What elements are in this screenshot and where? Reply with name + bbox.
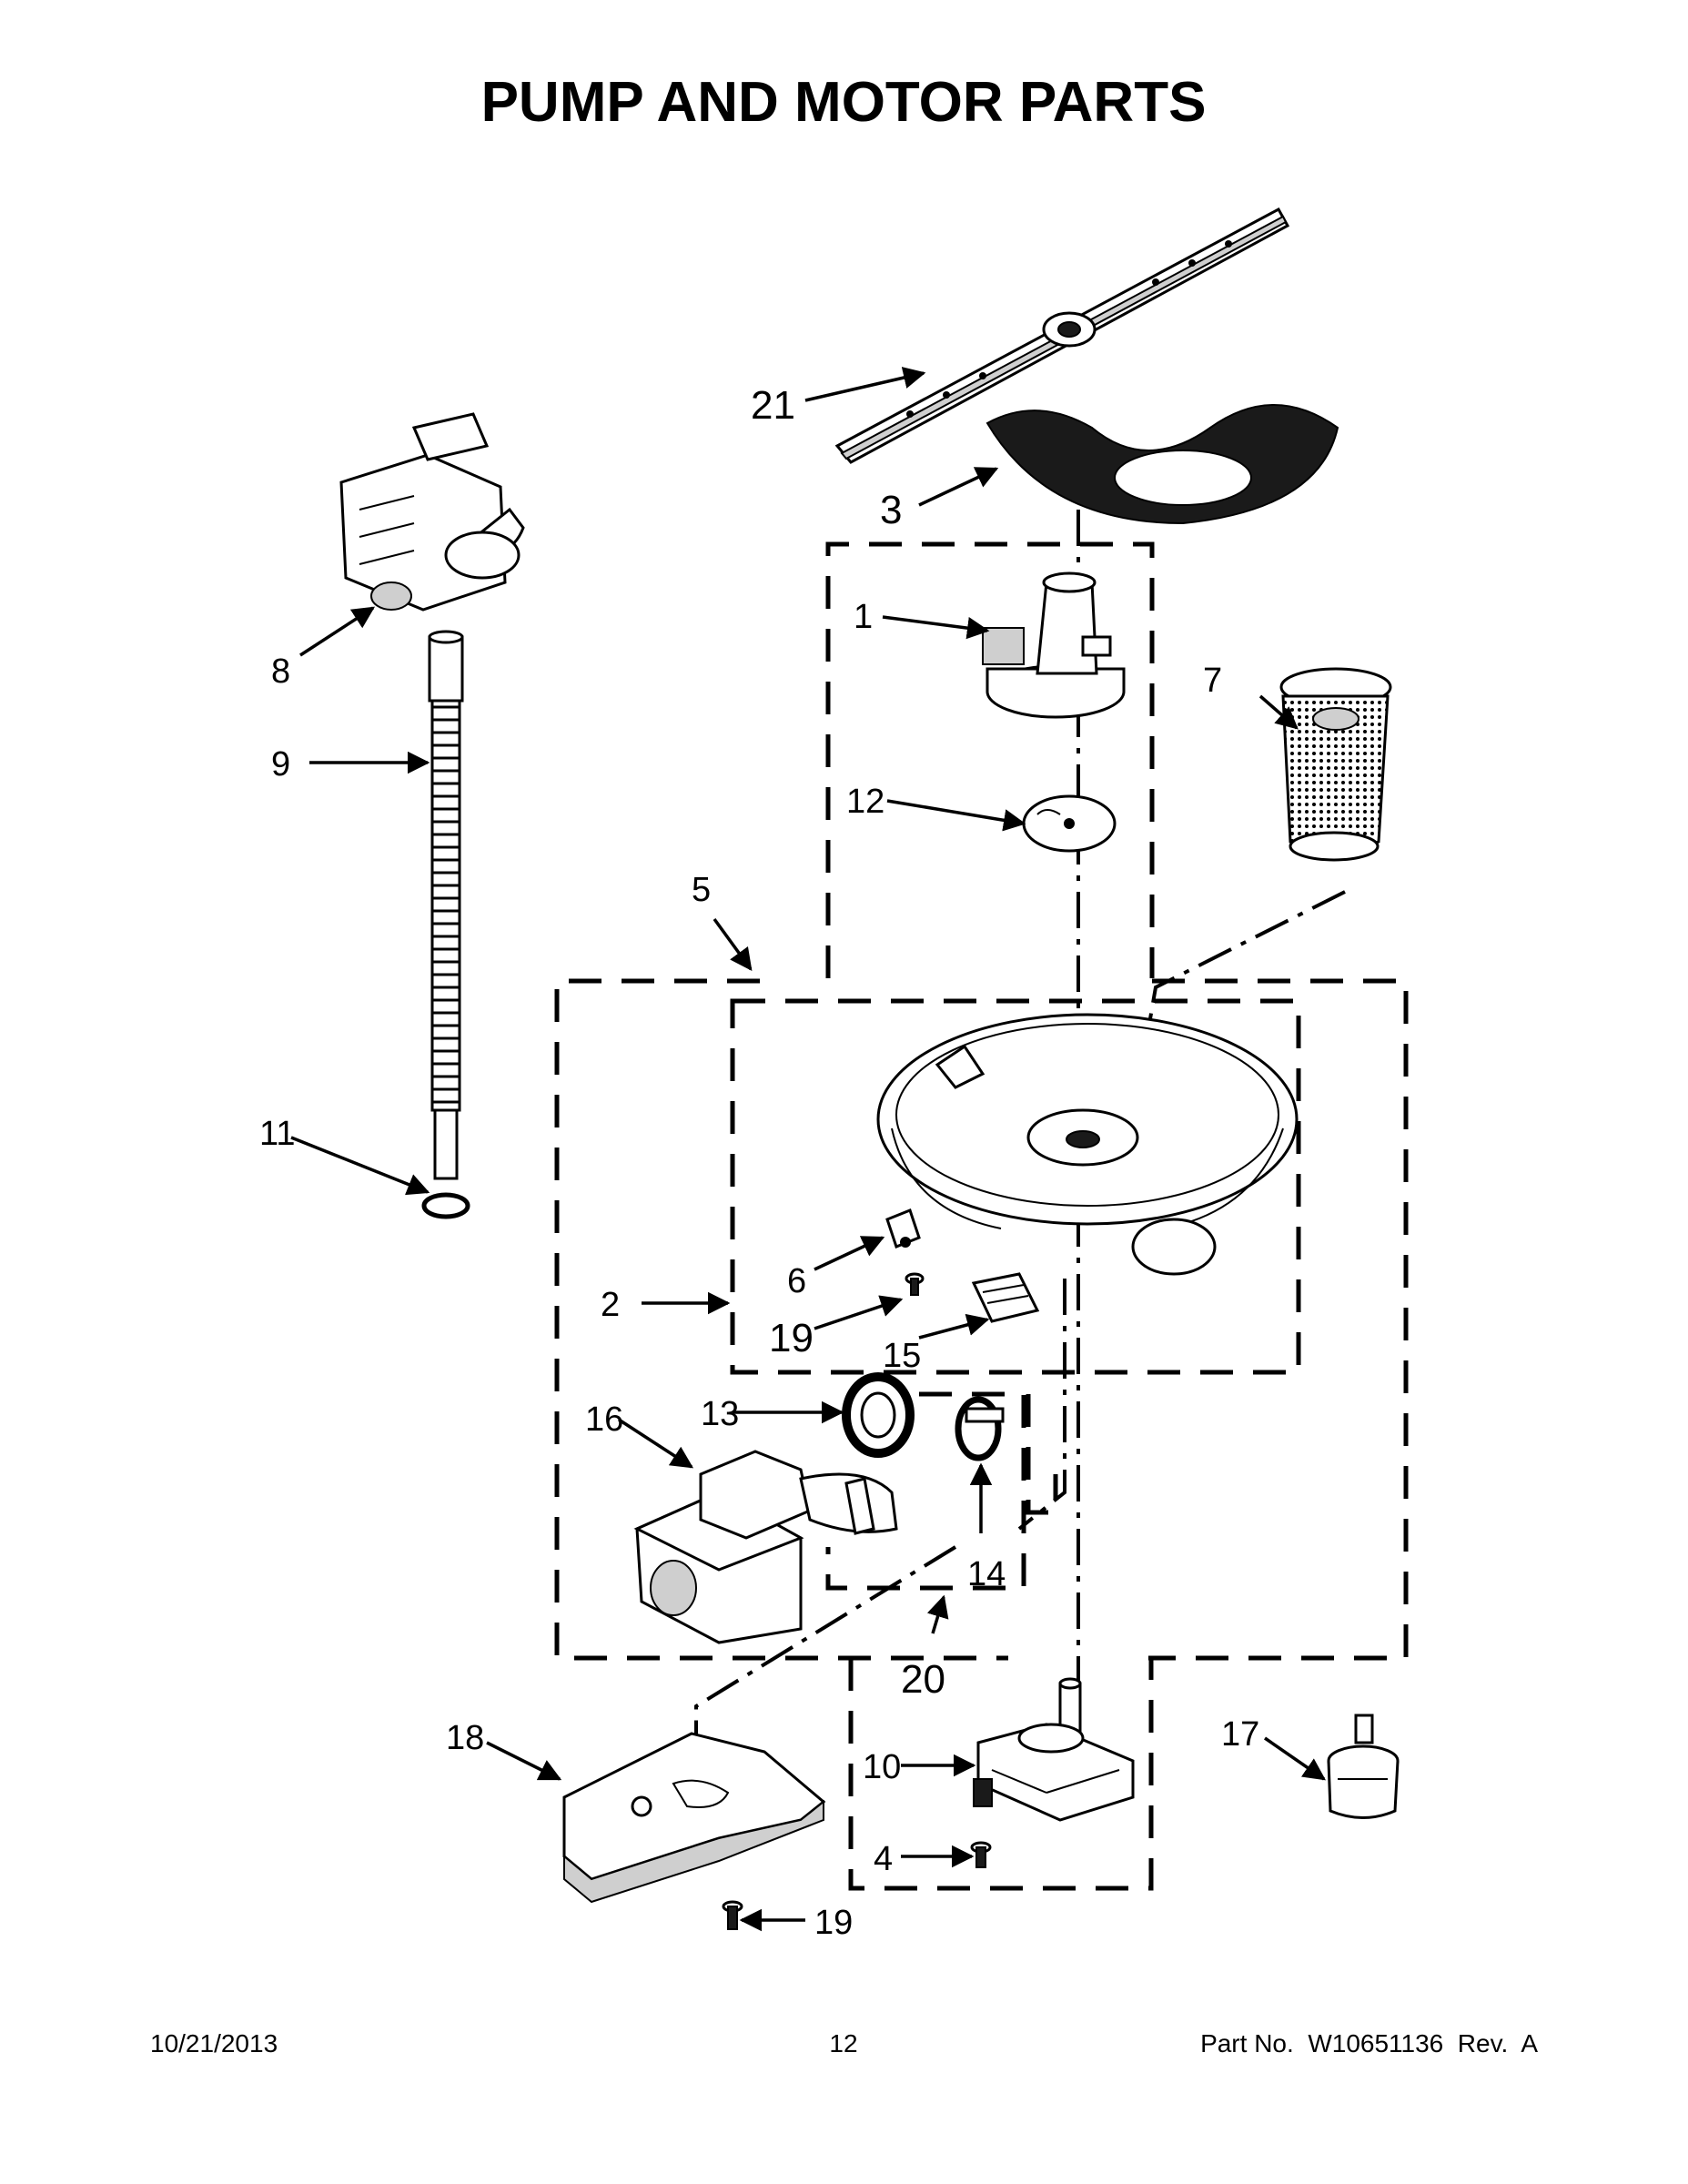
callout-13: 13 <box>701 1395 739 1433</box>
boundary-assembly-5 <box>554 978 1008 1661</box>
hose-part-9 <box>428 630 464 1180</box>
screw-part-4 <box>970 1841 992 1868</box>
callout-18: 18 <box>446 1719 484 1757</box>
boundary-lower <box>848 1658 1154 1891</box>
pump-motor-part-16 <box>633 1450 898 1644</box>
assembly-boundaries <box>554 541 1409 1891</box>
spray-arm-part-21 <box>834 207 1290 464</box>
disc-part-12 <box>1022 794 1117 853</box>
callout-7: 7 <box>1203 662 1222 700</box>
callout-10: 10 <box>863 1748 901 1786</box>
footer-date: 10/21/2013 <box>150 2029 278 2058</box>
connector-part-15 <box>971 1272 1040 1323</box>
drain-pump-part-8 <box>339 412 525 612</box>
diverter-part-1 <box>982 571 1126 719</box>
callout-9: 9 <box>271 745 290 784</box>
filter-part-7 <box>1279 667 1392 862</box>
part-6 <box>885 1208 921 1249</box>
callout-3: 3 <box>880 488 902 532</box>
callout-15: 15 <box>883 1337 921 1375</box>
page-footer: 10/21/2013 12 Part No. W10651136 Rev. A <box>150 2029 1538 2058</box>
callout-17: 17 <box>1221 1715 1259 1754</box>
callout-2: 2 <box>601 1286 620 1324</box>
callout-labels: 21 3 1 7 12 8 9 11 5 2 6 19 15 13 16 14 … <box>259 383 1259 1942</box>
callout-5: 5 <box>692 871 711 909</box>
shield-part-3 <box>986 404 1339 525</box>
seal-part-13 <box>842 1372 915 1458</box>
callout-20: 20 <box>901 1657 945 1702</box>
sump-part-5 <box>876 1013 1299 1276</box>
boundary-assembly-20 <box>825 1391 1026 1591</box>
footer-page-number: 12 <box>829 2029 857 2058</box>
callout-19-upper: 19 <box>769 1316 814 1360</box>
clamp-part-11 <box>421 1192 470 1219</box>
callout-6: 6 <box>787 1262 806 1300</box>
cover-part-18 <box>562 1732 826 1904</box>
footer-part-number: Part No. W10651136 Rev. A <box>1200 2029 1538 2058</box>
callout-11: 11 <box>259 1115 295 1153</box>
page-title: PUMP AND MOTOR PARTS <box>481 71 1207 134</box>
screw-part-19-lower <box>722 1900 743 1930</box>
callout-21: 21 <box>751 383 795 428</box>
clamp-part-14 <box>955 1396 1005 1461</box>
callout-16: 16 <box>585 1400 623 1439</box>
boundary-assembly-2 <box>730 998 1301 1375</box>
callout-12: 12 <box>846 783 884 821</box>
boundary-upper <box>825 541 1155 978</box>
callout-8: 8 <box>271 652 290 691</box>
leader-lines <box>290 367 1327 1932</box>
callout-1: 1 <box>854 598 873 636</box>
callout-14: 14 <box>967 1555 1006 1593</box>
callout-19-lower: 19 <box>814 1904 853 1942</box>
screw-part-19-upper <box>905 1272 925 1296</box>
callout-4: 4 <box>874 1840 893 1878</box>
sensor-part-17 <box>1327 1714 1400 1819</box>
diverter-motor-part-10 <box>973 1677 1135 1822</box>
